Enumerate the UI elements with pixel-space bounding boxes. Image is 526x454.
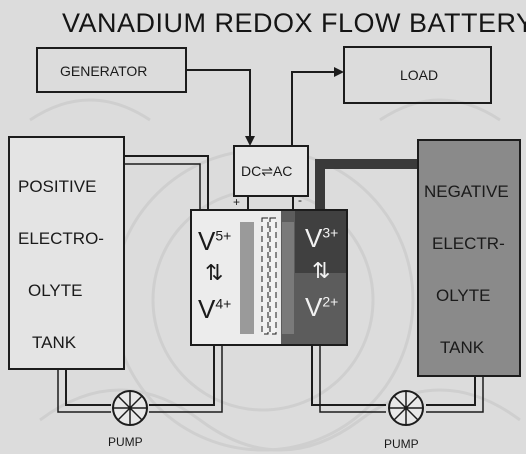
ion-v5-base: V — [198, 226, 216, 256]
ion-v5-charge: 5+ — [215, 227, 232, 244]
generator-to-converter-wire — [186, 69, 251, 140]
positive-tank-line-2: ELECTRO- — [18, 229, 104, 248]
left-pump-label: PUMP — [108, 435, 143, 449]
ion-v3-base: V — [305, 223, 323, 253]
positive-tank-label: POSITIVE ELECTRO- OLYTE TANK — [18, 148, 104, 382]
left-pump-icon — [112, 390, 148, 426]
positive-tank-line-4: TANK — [32, 333, 77, 352]
ion-v2-base: V — [305, 292, 323, 322]
ion-v2: V2+ — [305, 294, 338, 320]
ion-v4: V4+ — [198, 296, 231, 322]
right-pump-icon — [388, 390, 424, 426]
positive-pipe-bottom-inner — [57, 369, 111, 413]
ion-v3: V3+ — [305, 225, 338, 251]
negative-tank-label: NEGATIVE ELECTR- OLYTE TANK — [424, 153, 509, 387]
positive-pipe-return-inner — [149, 345, 223, 413]
membrane-left — [261, 217, 269, 335]
ion-v4-charge: 4+ — [215, 295, 232, 312]
positive-pipe-bottom — [65, 369, 111, 406]
positive-tank-line-1: POSITIVE — [18, 177, 97, 196]
negative-tank-line-1: NEGATIVE — [424, 182, 509, 201]
arrow-into-converter — [245, 136, 255, 146]
negative-tank-line-4: TANK — [440, 338, 485, 357]
ion-v5: V5+ — [198, 228, 231, 254]
ion-v2-charge: 2+ — [322, 293, 339, 310]
negative-tank-line-2: ELECTR- — [432, 234, 505, 253]
right-pump-label: PUMP — [384, 437, 419, 451]
positive-pipe-top-inner — [124, 163, 201, 210]
diagram-title: VANADIUM REDOX FLOW BATTERY — [62, 8, 526, 38]
generator-label: GENERATOR — [60, 63, 148, 79]
converter-label: DC⇌AC — [241, 163, 293, 179]
negative-tank-line-3: OLYTE — [436, 286, 491, 305]
converter-box — [233, 145, 309, 197]
positive-terminal-sign: + — [233, 195, 241, 209]
negative-electrode — [282, 222, 294, 334]
load-box — [343, 46, 492, 104]
negative-pipe-return — [311, 345, 386, 406]
converter-to-load-wire — [291, 71, 336, 146]
negative-pipe-bottom — [426, 376, 476, 406]
ion-v3-charge: 3+ — [322, 224, 339, 241]
positive-tank — [8, 136, 125, 370]
negative-tank — [417, 139, 521, 377]
positive-electrode — [240, 222, 254, 334]
negative-thick-wire — [315, 159, 424, 212]
cell-negative-dark-block — [295, 211, 346, 273]
positive-pipe-return — [149, 345, 215, 406]
load-label: LOAD — [400, 67, 439, 83]
arrow-into-load — [334, 67, 344, 77]
positive-tank-line-3: OLYTE — [28, 281, 83, 300]
negative-pipe-bottom-inner — [426, 376, 484, 413]
membrane-right — [269, 217, 277, 335]
left-equilibrium-arrows: ⇅ — [205, 260, 224, 285]
negative-terminal-sign: - — [298, 193, 302, 207]
positive-pipe-top — [124, 155, 209, 210]
negative-pipe-return-inner — [319, 345, 386, 413]
ion-v4-base: V — [198, 294, 216, 324]
right-equilibrium-arrows: ⇅ — [312, 258, 331, 283]
